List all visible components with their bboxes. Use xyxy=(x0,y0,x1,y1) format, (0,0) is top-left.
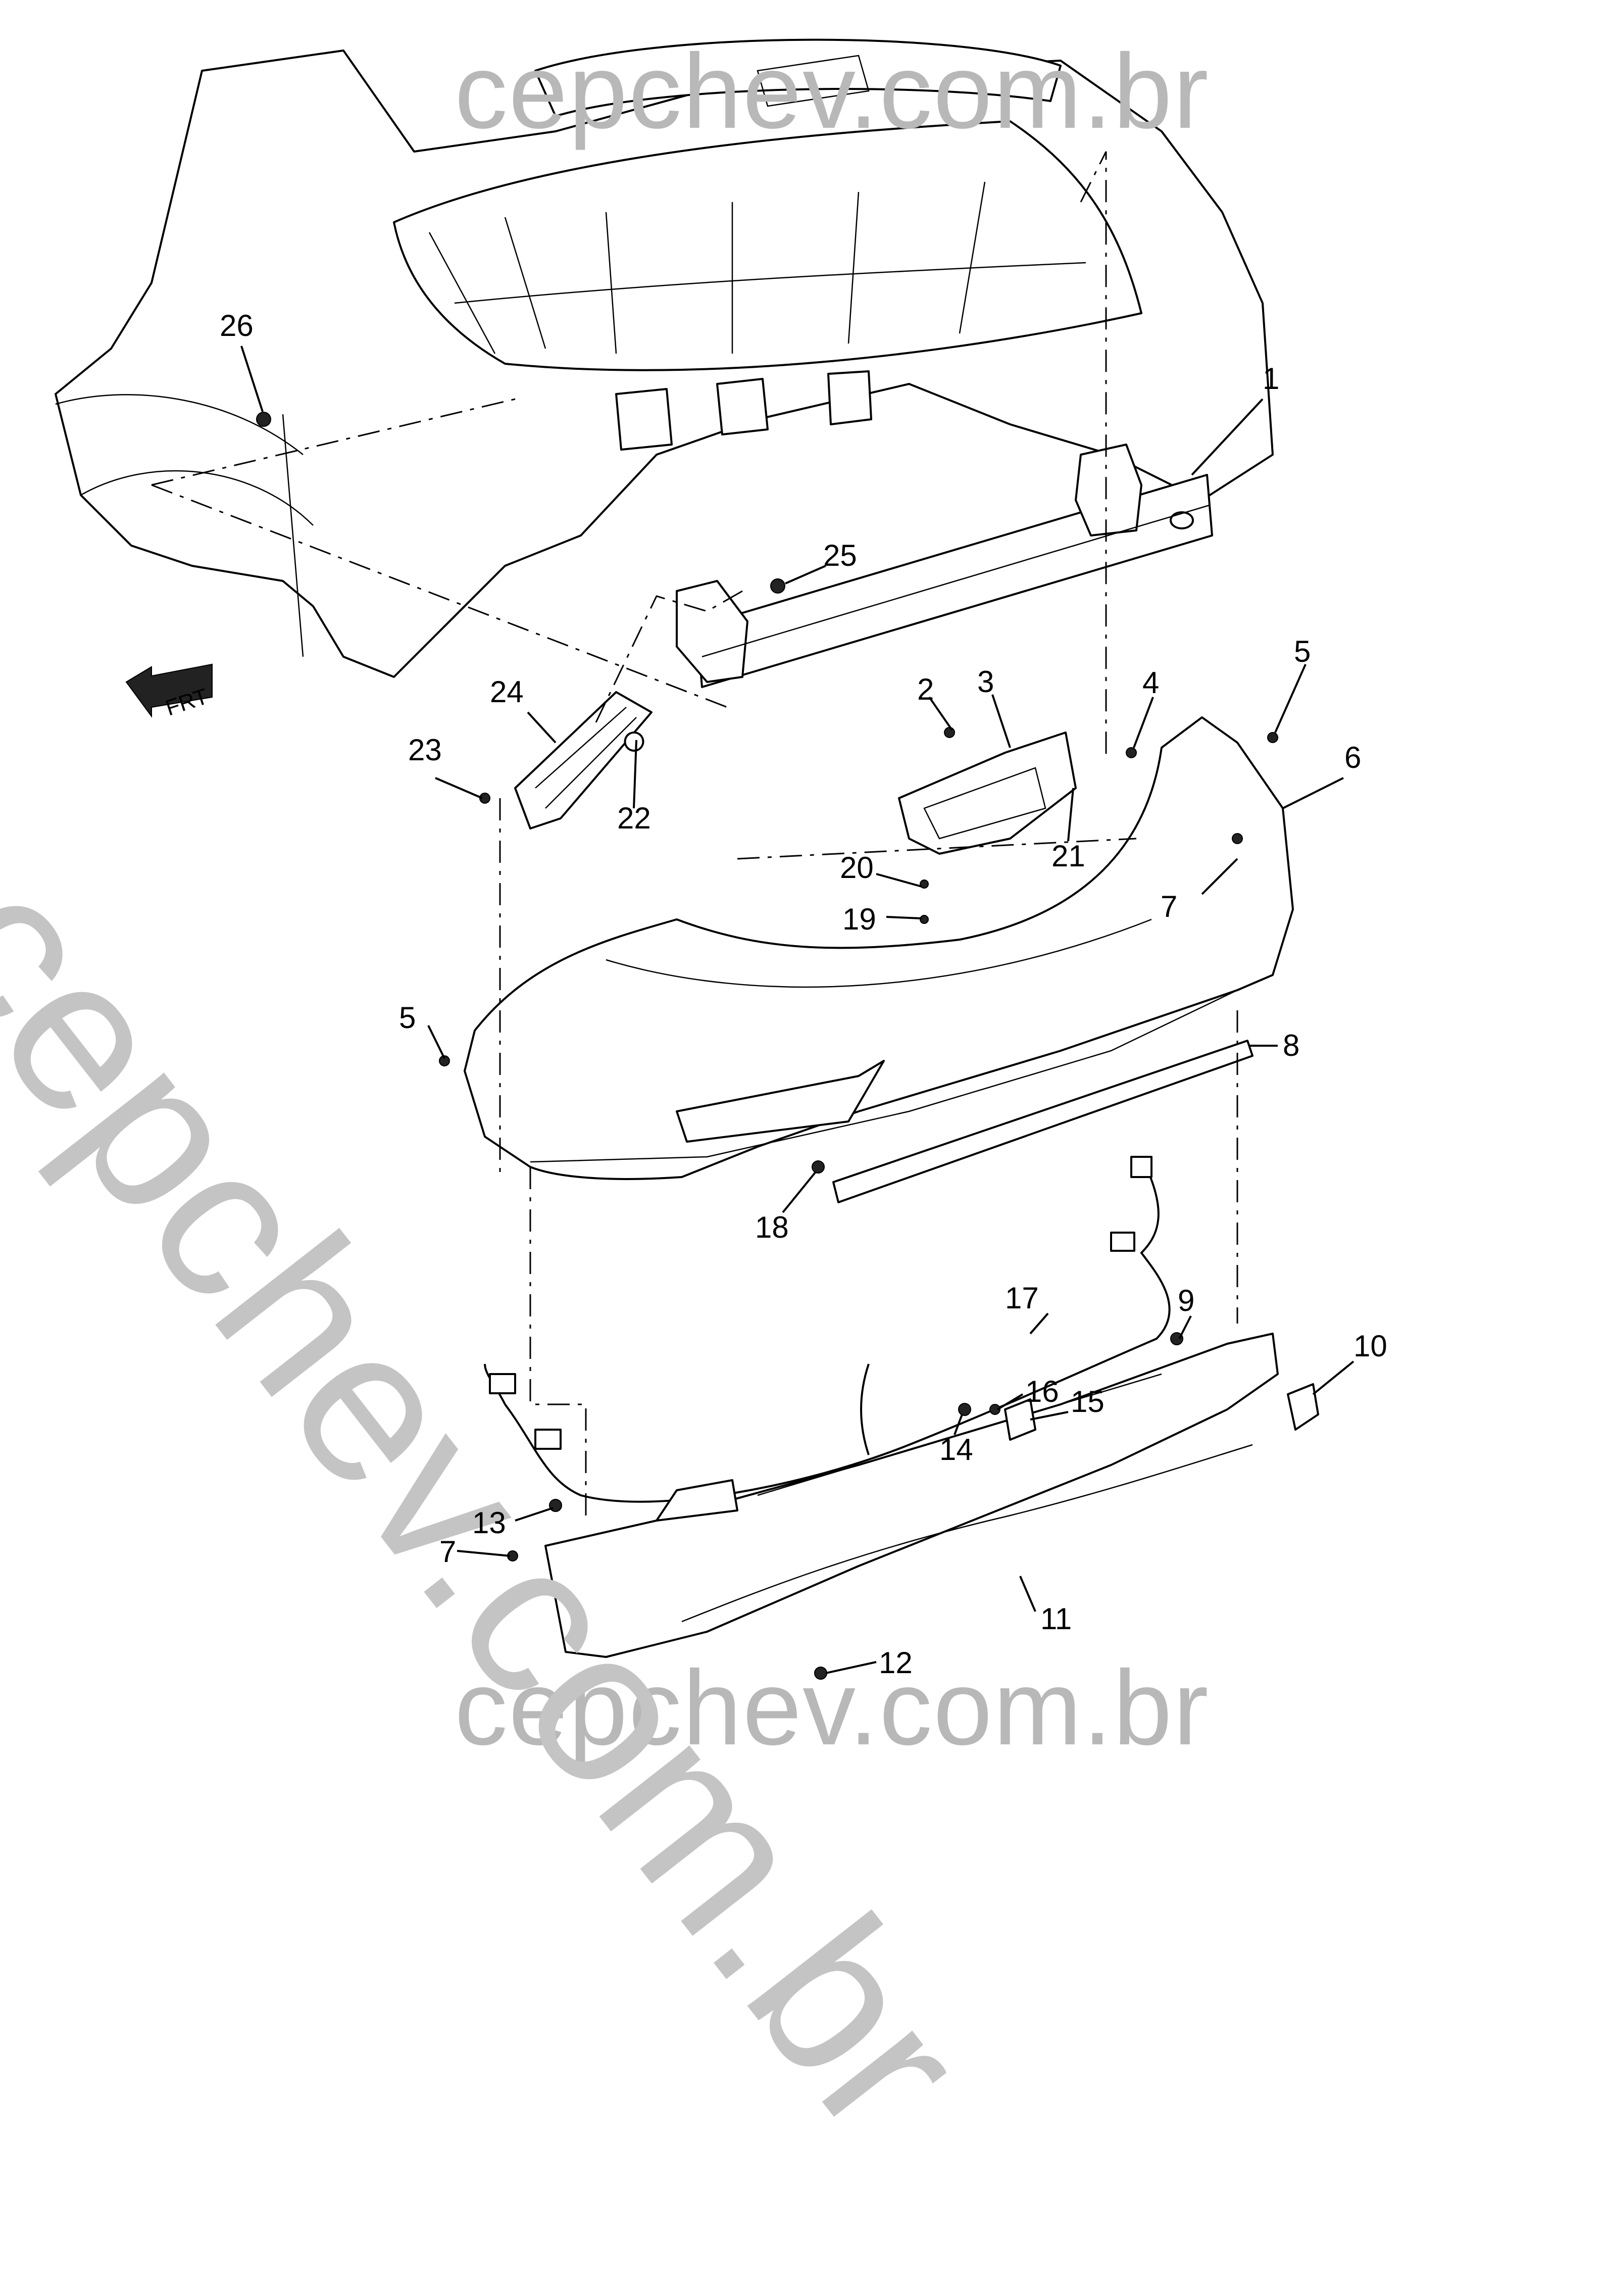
front-direction-arrow-icon xyxy=(125,663,213,718)
callout-7-upper: 7 xyxy=(1161,890,1178,923)
callout-23: 23 xyxy=(408,733,442,767)
callout-9: 9 xyxy=(1178,1284,1195,1317)
callout-22: 22 xyxy=(617,801,651,835)
callout-4: 4 xyxy=(1142,666,1160,700)
callout-6: 6 xyxy=(1344,741,1362,774)
callout-3: 3 xyxy=(977,665,994,699)
callout-25: 25 xyxy=(823,539,857,572)
callout-13: 13 xyxy=(472,1506,506,1540)
part-10-cap xyxy=(1287,1383,1319,1431)
part-8-reinforcement-strip xyxy=(832,1040,1254,1203)
callout-11: 11 xyxy=(1040,1602,1072,1636)
part-1-impact-bar xyxy=(676,444,1213,688)
callout-8: 8 xyxy=(1283,1029,1300,1062)
callout-15: 15 xyxy=(1071,1385,1105,1419)
callout-2: 2 xyxy=(917,672,934,706)
alignment-lines xyxy=(151,151,1238,1516)
callout-21: 21 xyxy=(1051,839,1085,873)
callout-18: 18 xyxy=(755,1210,789,1244)
watermark-bottom: cepchev.com.br xyxy=(455,1648,1210,1767)
callout-12: 12 xyxy=(879,1646,913,1680)
callout-1: 1 xyxy=(1263,362,1280,396)
callout-14: 14 xyxy=(939,1433,973,1467)
watermark-top: cepchev.com.br xyxy=(455,32,1210,151)
callout-16: 16 xyxy=(1025,1375,1059,1408)
part-24-bracket xyxy=(514,691,653,829)
callout-19: 19 xyxy=(842,902,876,936)
callout-26: 26 xyxy=(220,309,254,343)
vehicle-rear-body xyxy=(55,38,1274,678)
part-17-wiring-harness xyxy=(484,1156,1171,1503)
callout-5-upper: 5 xyxy=(1294,634,1311,668)
callout-10: 10 xyxy=(1354,1329,1387,1363)
leader-lines xyxy=(240,346,1355,1674)
part-6-bumper-fascia xyxy=(464,716,1294,1180)
part-3-reflector xyxy=(898,731,1077,855)
exploded-parts-diagram xyxy=(55,38,1355,1680)
callout-24: 24 xyxy=(490,675,524,709)
callout-17: 17 xyxy=(1005,1281,1039,1315)
callout-7-lower: 7 xyxy=(439,1535,457,1569)
part-11-lower-fascia xyxy=(544,1333,1279,1658)
callout-5-lower: 5 xyxy=(399,1001,416,1035)
callout-20: 20 xyxy=(840,851,874,885)
